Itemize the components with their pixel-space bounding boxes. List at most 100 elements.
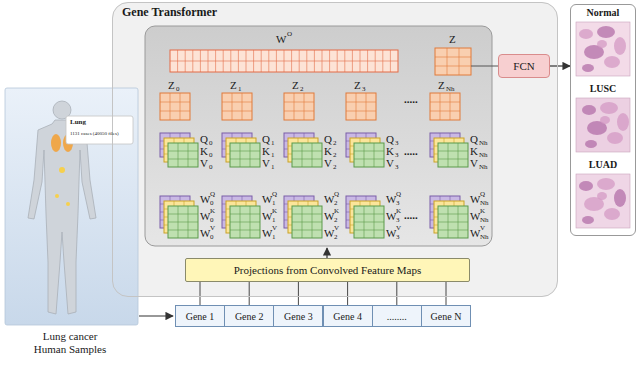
matrix-label: Q	[334, 191, 339, 198]
grid-line	[356, 93, 357, 120]
grid-line	[438, 151, 468, 152]
matrix-grid	[354, 206, 384, 238]
matrix-label: Nh	[480, 234, 489, 241]
grid-line	[240, 143, 241, 167]
grid-line	[354, 159, 384, 160]
matrix-label: K	[334, 208, 339, 215]
matrix-label: V	[396, 225, 401, 232]
matrix-grid	[230, 143, 260, 167]
grid-line	[346, 102, 376, 103]
grid-line	[438, 159, 468, 160]
tissue-blob	[582, 64, 594, 72]
class-label: Normal	[571, 7, 635, 18]
info-popup	[66, 116, 133, 144]
matrix-label: Z	[449, 34, 456, 45]
matrix-label: W	[200, 211, 210, 222]
grid-line	[284, 111, 314, 112]
matrix-grid	[354, 143, 384, 167]
matrix-label: Z	[354, 80, 361, 91]
matrix-label: Z	[438, 80, 445, 91]
grid-line	[230, 159, 260, 160]
grid-line	[168, 222, 198, 223]
tissue-ground	[576, 174, 630, 228]
tissue-image	[576, 98, 630, 152]
matrix-label: 2	[333, 164, 337, 171]
matrix-label: 3	[395, 152, 399, 159]
matrix-label: K	[480, 208, 485, 215]
tissue-blob	[604, 208, 620, 220]
matrix-grid	[168, 206, 198, 238]
matrix-label: Z	[230, 80, 237, 91]
matrix-label: W	[200, 228, 210, 239]
matrix-label: 0	[210, 217, 214, 224]
matrix-label: K	[324, 146, 332, 157]
box-label: Gene 2	[232, 311, 267, 322]
matrix-grid	[430, 93, 460, 120]
matrix-label: K	[386, 146, 394, 157]
matrix-label: K	[210, 208, 215, 215]
matrix-label: 3	[396, 217, 400, 224]
grid-line	[292, 151, 322, 152]
grid-line	[170, 61, 398, 62]
grid-line	[346, 111, 376, 112]
tissue-images	[576, 22, 630, 228]
tissue-blob	[579, 29, 593, 39]
grid-cell-block	[346, 93, 376, 120]
matrix-label: K	[272, 208, 277, 215]
matrix-label: V	[324, 158, 332, 169]
tissue-blob	[584, 197, 604, 211]
matrix-label: 1	[238, 86, 242, 93]
grid-cell-block	[354, 206, 384, 238]
matrix-label: W	[470, 194, 480, 205]
tissue-ground	[576, 98, 630, 152]
grid-line	[374, 143, 375, 167]
grid-line	[440, 93, 441, 120]
grid-line	[180, 93, 181, 120]
matrix-label: V	[272, 225, 277, 232]
output-panel: NormalLUSCLUAD	[570, 4, 636, 236]
grid-cell-block	[168, 206, 198, 238]
matrix-label: 1	[271, 152, 275, 159]
matrix-label: K	[396, 208, 401, 215]
tissue-blob	[582, 105, 596, 115]
grid-cell-block	[292, 143, 322, 167]
grid-line	[160, 111, 190, 112]
matrix-label: V	[386, 158, 394, 169]
matrix-label: W	[386, 194, 396, 205]
up-arrow	[326, 248, 327, 258]
matrix-label: Q	[324, 134, 332, 145]
panel-title: Gene Transformer	[122, 6, 217, 19]
matrix-grid	[292, 143, 322, 167]
grid-line	[230, 222, 260, 223]
matrix-label: 0	[209, 164, 213, 171]
human-illustration	[5, 88, 138, 325]
matrix-grid	[435, 48, 471, 75]
matrix-label: 1	[271, 164, 275, 171]
grid-cell-block	[160, 93, 190, 120]
matrix-label: 1	[272, 217, 276, 224]
tissue-blob	[579, 181, 593, 191]
box-label: ........	[384, 311, 410, 322]
matrix-label: 2	[333, 152, 337, 159]
grid-cell-block	[230, 206, 260, 238]
grid-line	[230, 230, 260, 231]
matrix-label: Nh	[479, 164, 488, 171]
tissue-blob	[614, 189, 626, 207]
matrix-label: Nh	[479, 140, 488, 147]
matrix-label: 2	[300, 86, 304, 93]
matrix-grid	[292, 206, 322, 238]
matrix-label: 3	[395, 140, 399, 147]
tissue-blob	[617, 113, 629, 131]
grid-line	[354, 151, 384, 152]
grid-cell-block	[430, 93, 460, 120]
grid-line	[292, 222, 322, 223]
gene-cell: Gene 2	[224, 305, 274, 327]
matrix-label: W	[262, 194, 272, 205]
input-arrow	[139, 315, 173, 316]
matrix-label: Q	[210, 191, 215, 198]
matrix-label: Z	[168, 80, 175, 91]
matrix-label: Q	[272, 191, 277, 198]
matrix-label: K	[470, 146, 478, 157]
matrix-label: V	[470, 158, 478, 169]
